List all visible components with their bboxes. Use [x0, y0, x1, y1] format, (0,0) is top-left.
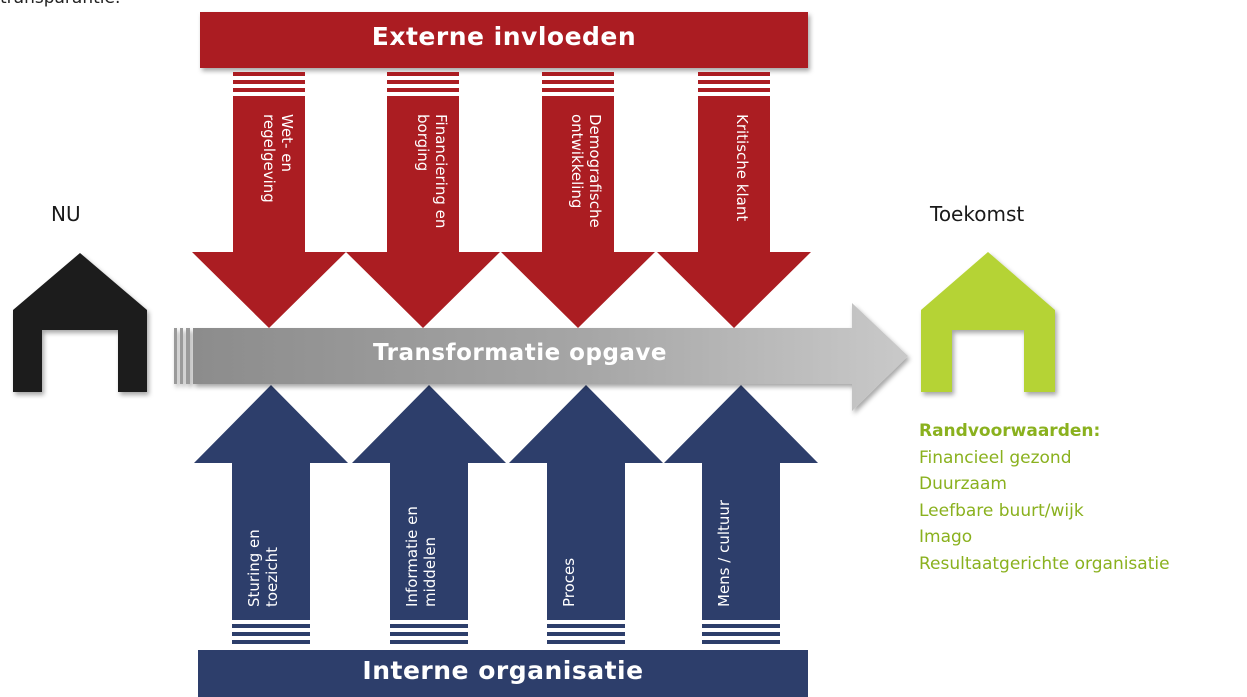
internal-arrow-label: Sturing en toezicht — [245, 529, 281, 607]
internal-arrow — [352, 385, 506, 644]
condition-item: Imago — [919, 527, 973, 547]
external-arrow-label: Wet- en regelgeving — [260, 114, 296, 203]
conditions-list: Randvoorwaarden: Financieel gezond Duurz… — [919, 418, 1170, 577]
external-influences-banner — [200, 12, 808, 68]
internal-arrow — [664, 385, 818, 644]
transformation-title: Transformatie opgave — [372, 340, 668, 366]
conditions-heading: Randvoorwaarden: — [919, 421, 1101, 441]
internal-arrow — [509, 385, 663, 644]
house-now-icon — [13, 253, 147, 392]
external-arrow — [192, 72, 346, 328]
internal-arrow-label: Informatie en middelen — [403, 506, 439, 607]
condition-item: Resultaatgerichte organisatie — [919, 553, 1170, 574]
external-arrow — [657, 72, 811, 328]
now-label: NU — [51, 202, 81, 226]
external-arrow-label: Financiering en borging — [414, 114, 450, 229]
future-label: Toekomst — [930, 202, 1025, 226]
condition-item: Duurzaam — [919, 474, 1007, 494]
external-influences-title: Externe invloeden — [371, 22, 637, 51]
external-arrow — [501, 72, 655, 328]
internal-arrow-label: Mens / cultuur — [715, 499, 733, 607]
external-arrows — [192, 72, 811, 328]
external-arrow — [346, 72, 500, 328]
internal-arrow — [194, 385, 348, 644]
internal-arrow-label: Proces — [560, 557, 578, 607]
house-future-icon — [921, 252, 1055, 392]
top-text-fragment: transparantie. — [0, 0, 170, 22]
condition-item: Financieel gezond — [919, 447, 1072, 468]
transformation-arrow — [174, 303, 908, 411]
external-arrow-label: Demografische ontwikkeling — [568, 114, 604, 228]
internal-organisation-title: Interne organisatie — [362, 656, 644, 685]
external-arrow-label: Kritische klant — [733, 114, 751, 222]
condition-item: Leefbare buurt/wijk — [919, 500, 1084, 521]
internal-organisation-banner — [198, 650, 808, 697]
internal-arrows — [194, 385, 818, 644]
